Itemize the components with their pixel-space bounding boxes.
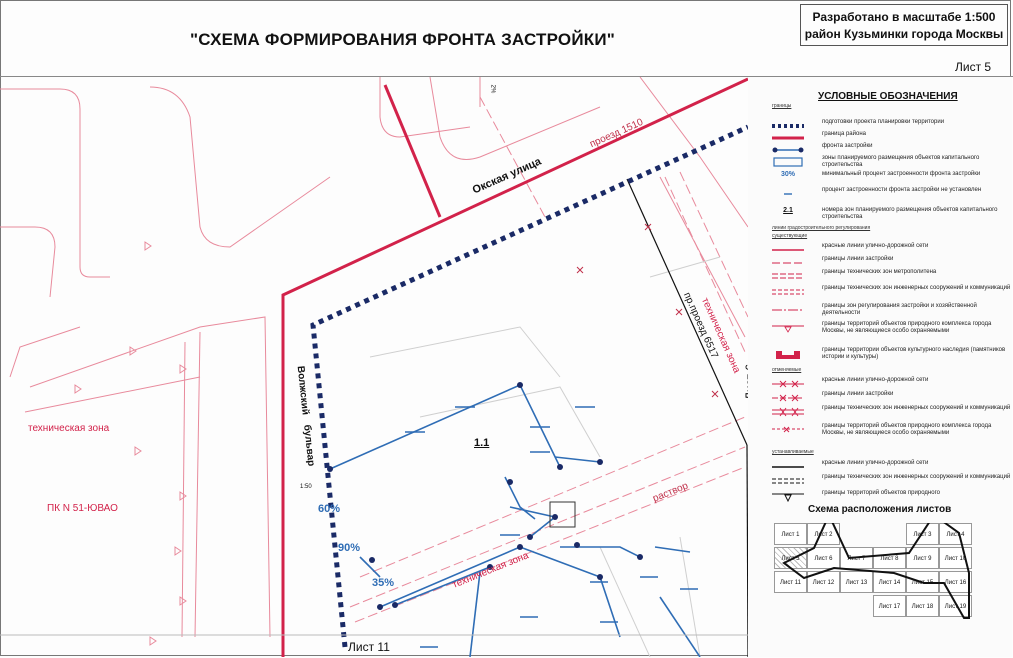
legend-item: 30% минимальный процент застроенности фр… [748, 171, 1012, 185]
dotted-boundary-symbol [772, 124, 804, 128]
legend-item: границы технических зон инженерных соору… [748, 405, 1012, 419]
percent-35: 35% [372, 577, 395, 589]
key-map-cell: Лист 14 [873, 571, 906, 593]
legend-item: границы технических зон метрополитена [748, 269, 1012, 283]
legend-item: граница района [748, 131, 1012, 145]
dimension-label-1: 1:50 [300, 484, 312, 490]
sheet-number: Лист 5 [955, 60, 992, 74]
key-map-cell: Лист 8 [873, 547, 906, 569]
legend-head-existing: существующие [772, 233, 808, 239]
key-map-outline [782, 523, 970, 619]
cancelled-red-line-symbol [772, 380, 804, 388]
pk-label: ПК N 51-ЮВАО [47, 503, 118, 514]
key-map-cell: Лист 1 [774, 523, 807, 545]
legend-item: подготовки проекта планировки территории [748, 119, 1012, 133]
new-nature-symbol [772, 493, 804, 502]
legend-item: красные линии улично-дорожной сети [748, 460, 1012, 474]
nature-zone-symbol [772, 325, 804, 333]
legend-item: границы линии застройки [748, 391, 1012, 405]
building-square [549, 501, 576, 528]
legend-item: границы территорий объектов природного к… [748, 321, 1012, 335]
legend-item: 2.1 номера зон планируемого размещения о… [748, 207, 1012, 221]
page-title: "СХЕМА ФОРМИРОВАНИЯ ФРОНТА ЗАСТРОЙКИ" [190, 30, 616, 49]
legend-panel: УСЛОВНЫЕ ОБОЗНАЧЕНИЯ границы подготовки … [748, 77, 1012, 657]
zone-number: 1.1 [474, 437, 490, 449]
legend-head-borders: границы [772, 103, 792, 109]
key-map-cell: Лист 2 [807, 523, 840, 545]
legend-item: процент застроенности фронта застройки н… [748, 187, 1012, 201]
legend-head-regulation: линии градостроительного регулирования [772, 225, 871, 231]
legend-title: УСЛОВНЫЕ ОБОЗНАЧЕНИЯ [818, 91, 958, 102]
legend-item: границы зон регулирования застройки и хо… [748, 303, 1012, 317]
cancelled-engineering-symbol [772, 407, 804, 417]
frontage-tick-marks [405, 406, 698, 648]
no-percent-symbol [784, 193, 792, 195]
key-map-cell: Лист 18 [906, 595, 939, 617]
new-engineering-symbol [772, 478, 804, 484]
new-red-line-symbol [772, 466, 804, 468]
dimension-label-2: 2% [489, 84, 496, 94]
district-boundary [281, 77, 748, 657]
header-divider [0, 76, 1013, 77]
building-line-symbol [772, 262, 804, 264]
legend-item: зоны планируемого размещения объектов ка… [748, 155, 1012, 169]
zone-rect-symbol [773, 157, 803, 167]
tech-zone-label-1: техническая зона [28, 423, 110, 434]
key-map-title: Схема расположения листов [808, 504, 952, 515]
legend-head-established: устанавливаемые [772, 449, 814, 455]
legend-item: границы территорий объектов природного к… [748, 423, 1012, 437]
district-line-symbol [772, 136, 804, 140]
legend-item: красные линии улично-дорожной сети [748, 377, 1012, 391]
key-map-cell: Лист 4 [939, 523, 972, 545]
legend-item: границы линии застройки [748, 256, 1012, 270]
legend-item: границы территорий объектов природного [748, 490, 1012, 504]
planning-boundary [310, 124, 748, 648]
legend-item: границы технических зон инженерных соору… [748, 285, 1012, 299]
percent-90: 90% [338, 542, 361, 554]
key-map-cell: Лист 17 [873, 595, 906, 617]
cancelled-building-line-symbol [772, 394, 804, 402]
key-map-cell: Лист 6 [807, 547, 840, 569]
key-map-cell: Лист 11 [774, 571, 807, 593]
red-line-symbol [772, 249, 804, 251]
key-map-cell: Лист 19 [939, 595, 972, 617]
legend-item: красные линии улично-дорожной сети [748, 243, 1012, 257]
black-frontage-line [626, 178, 748, 657]
legend-item: границы территории объектов культурного … [748, 347, 1012, 361]
sheet-11-label: Лист 11 [348, 640, 390, 654]
frontage-symbol [772, 147, 804, 153]
legend-head-cancelled: отменяемые [772, 367, 802, 373]
building-frontage-lines [329, 383, 701, 657]
key-map-cell: Лист 9 [906, 547, 939, 569]
metro-zone-symbol [772, 273, 804, 279]
legend-item: фронта застройки [748, 143, 1012, 157]
triangle-markers [74, 241, 187, 646]
engineering-zone-symbol [772, 289, 804, 295]
existing-buildings [369, 256, 721, 657]
technical-zone-lines [349, 96, 748, 623]
percent-60: 60% [318, 503, 341, 515]
regulation-zone-symbol [772, 309, 804, 311]
key-map-cell: Лист 13 [840, 571, 873, 593]
percent-sample: 30% [780, 171, 795, 178]
scale-text: Разработано в масштабе 1:500 [812, 10, 996, 24]
legend-item: границы технических зон инженерных соору… [748, 474, 1012, 488]
map-canvas [0, 77, 748, 657]
frontage-nodes [327, 382, 643, 610]
district-text: район Кузьминки города Москвы [804, 27, 1004, 41]
cancelled-nature-symbol [772, 426, 804, 433]
zone-number-sample: 2.1 [783, 207, 793, 214]
existing-road-outlines [0, 77, 748, 638]
heritage-zone-symbol [776, 351, 800, 359]
cross-marks [576, 223, 719, 398]
scale-box: Разработано в масштабе 1:500 район Кузьм… [800, 4, 1008, 46]
